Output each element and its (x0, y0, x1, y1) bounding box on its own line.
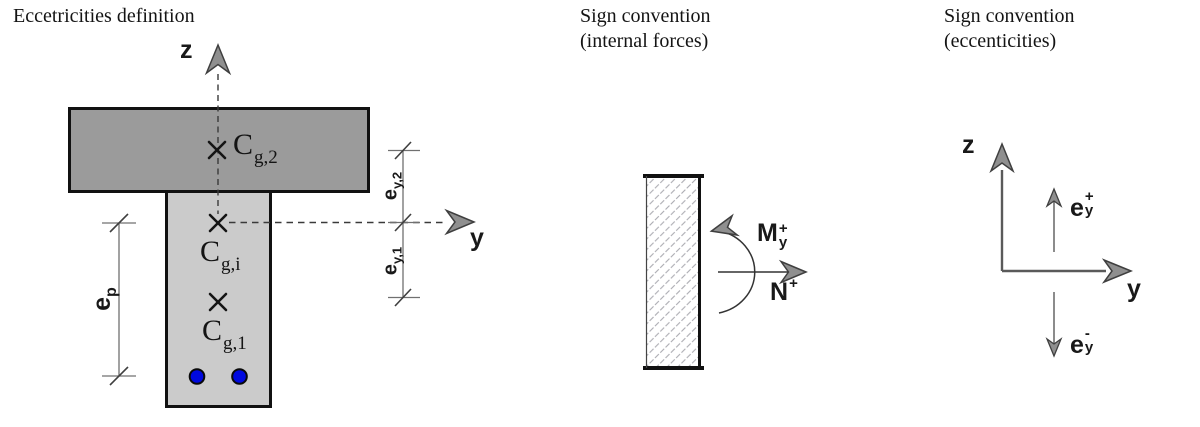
moment-arrowhead-icon (709, 213, 741, 237)
dim-label-ep: ep (88, 287, 120, 311)
dim-label-ey2: ey,2 (379, 171, 405, 201)
right-z-axis-label: z (962, 131, 975, 159)
left-y-axis-label: y (470, 224, 484, 252)
ey-dimension-ticks (394, 141, 412, 307)
centroid-label-cg1: Cg,1 (202, 314, 247, 354)
right-y-arrowhead-icon (1101, 258, 1133, 284)
left-z-axis-label: z (180, 36, 193, 64)
centroid-label-cgi: Cg,i (200, 235, 241, 275)
moment-arc (718, 230, 756, 314)
centroid-label-cg2: Cg,2 (233, 128, 278, 168)
ecc-positive-label: e + y (1070, 188, 1094, 222)
left-panel-title: Eccetricities definition (13, 5, 195, 27)
right-axes-lines (1000, 170, 1106, 273)
ecc-negative-label: e - y (1070, 325, 1094, 359)
flange-rect (68, 107, 370, 193)
tendon-dot-right (231, 368, 248, 385)
z-axis-arrowhead-icon (204, 43, 232, 76)
axial-force-arrowhead-icon (778, 259, 808, 285)
right-z-arrowhead-icon (989, 142, 1015, 174)
middle-panel-title: Sign convention (internal forces) (580, 5, 711, 52)
dim-label-ey1: ey,1 (379, 246, 405, 276)
tendon-dot-left (188, 368, 206, 385)
cg1-cross-icon (208, 292, 228, 312)
cgi-cross-icon (208, 213, 228, 233)
axial-force-label: N + (770, 275, 798, 306)
ecc-positive-arrowhead-icon (1045, 187, 1063, 208)
right-panel-title: Sign convention (eccenticities) (944, 5, 1075, 52)
section-cut-edges (643, 174, 704, 370)
ep-dimension-ticks (109, 213, 129, 386)
web-rect (165, 188, 272, 408)
y-axis-arrowhead-icon (444, 208, 476, 236)
ecc-negative-arrowhead-icon (1045, 337, 1063, 358)
right-y-axis-label: y (1127, 275, 1141, 303)
moment-label: M + y (757, 219, 788, 251)
cg2-cross-icon (207, 140, 227, 160)
hatched-section-rect (646, 175, 701, 369)
